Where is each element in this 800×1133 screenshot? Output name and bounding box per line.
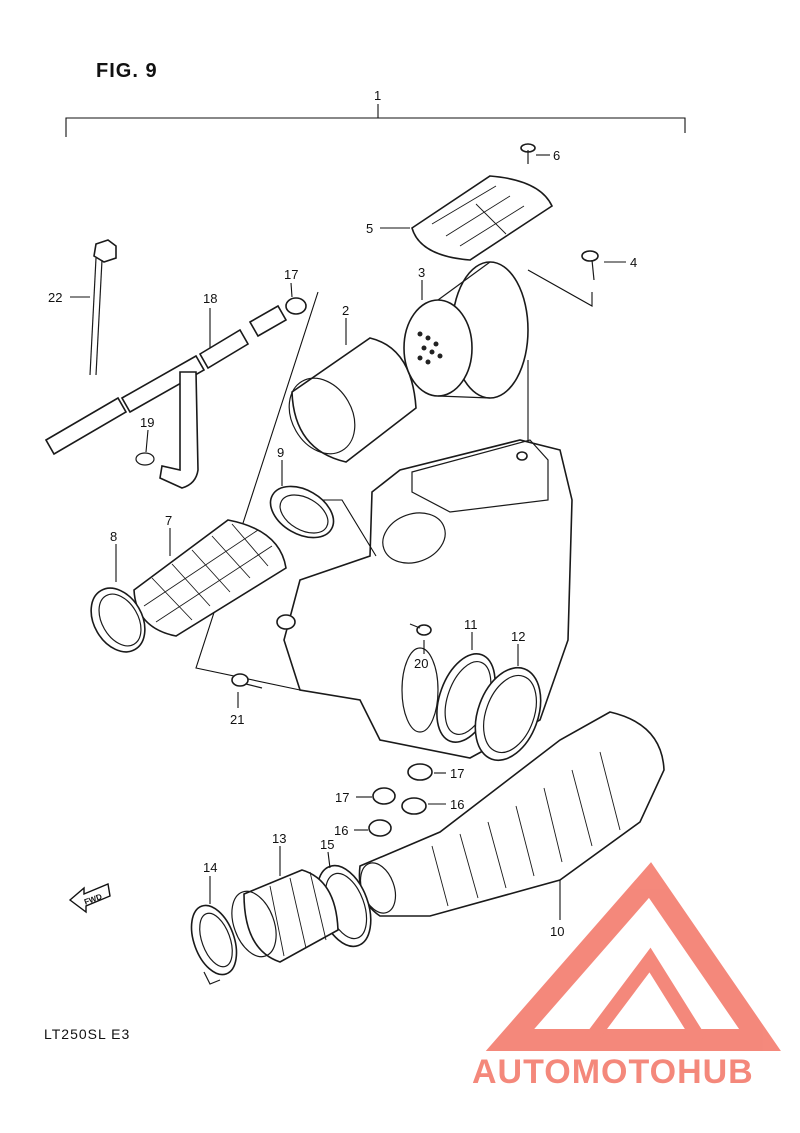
bolt-4-part: 4 (527, 250, 637, 460)
section-outline (195, 291, 377, 691)
figure-title: FIG. 9 (96, 60, 158, 82)
callout-8: 8 (110, 529, 117, 544)
clamp-14-part: 14 (190, 860, 238, 985)
callout-17-left: 17 (335, 790, 349, 805)
clamp-17-upper-part: 17 (284, 267, 307, 315)
filter-element-2-part: 2 (288, 303, 417, 463)
callout-17-upper: 17 (284, 267, 298, 282)
breather-tube-part: 22 (48, 239, 117, 376)
callout-16-left: 16 (334, 823, 348, 838)
boot-13-part: 13 (231, 831, 339, 963)
callout-9: 9 (277, 445, 284, 460)
clip-19-part: 19 (135, 415, 155, 466)
assembly-bracket: 1 (65, 88, 686, 137)
mesh-dots (417, 331, 443, 365)
callout-13: 13 (272, 831, 286, 846)
callout-22: 22 (48, 290, 62, 305)
grommet-16-left-part: 16 (334, 819, 392, 838)
callout-6: 6 (553, 148, 560, 163)
callout-2: 2 (342, 303, 349, 318)
callout-17-right: 17 (450, 766, 464, 781)
bolt-20-part: 20 (409, 623, 432, 671)
watermark-text: AUTOMOTOHUB (472, 1053, 754, 1091)
clamp-17-left-part: 17 (335, 787, 396, 805)
watermark-logo: AUTOMOTOHUB (472, 862, 781, 1091)
clamp-8-part: 8 (90, 529, 146, 653)
callout-12: 12 (511, 629, 525, 644)
clamp-12-part: 12 (474, 629, 542, 762)
callout-11: 11 (464, 617, 478, 632)
callout-3: 3 (418, 265, 425, 280)
callout-5: 5 (366, 221, 373, 236)
grommet-16-right-part: 16 (401, 797, 464, 815)
fwd-arrow-icon: FWD (68, 883, 111, 914)
callout-10: 10 (550, 924, 564, 939)
callout-15: 15 (320, 837, 334, 852)
callout-16-right: 16 (450, 797, 464, 812)
ring-9-part: 9 (269, 445, 335, 539)
model-code: LT250SL E3 (44, 1026, 131, 1042)
t-hose-part: 18 (44, 291, 288, 489)
callout-1: 1 (374, 88, 381, 103)
clamp-17-right-part: 17 (407, 763, 464, 781)
screw-6-part: 6 (520, 143, 560, 164)
callout-21: 21 (230, 712, 244, 727)
cover-5-part: 5 (366, 175, 554, 261)
bolt-21-part: 21 (230, 673, 263, 727)
callout-7: 7 (165, 513, 172, 528)
callout-4: 4 (630, 255, 637, 270)
callout-20: 20 (414, 656, 428, 671)
filter-cage-3-part: 3 (403, 261, 529, 399)
callout-14: 14 (203, 860, 217, 875)
callout-18: 18 (203, 291, 217, 306)
intake-boot-7-part: 7 (133, 513, 287, 637)
callout-19: 19 (140, 415, 154, 430)
